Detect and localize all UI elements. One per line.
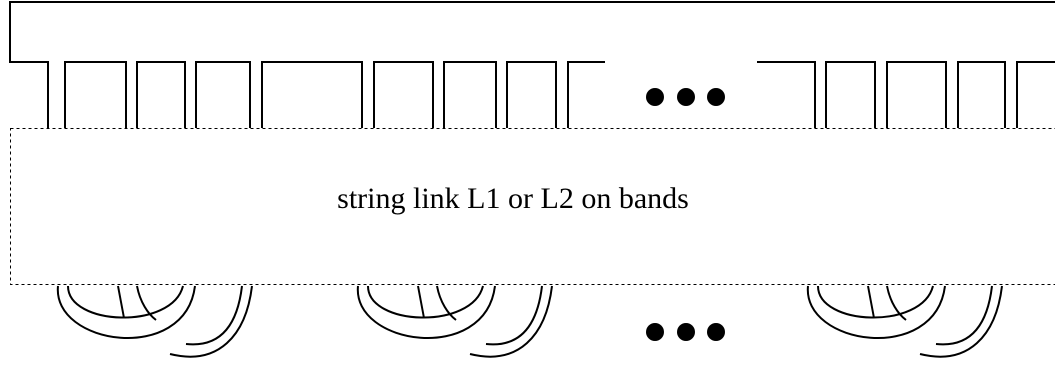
string-link-box — [10, 128, 1055, 285]
clasp-arc — [169, 285, 253, 358]
clasp-group — [356, 285, 553, 358]
clasp-arc — [806, 285, 946, 340]
clasp-arc — [935, 285, 993, 346]
bottom-clasps — [56, 285, 1003, 358]
top-ellipsis — [646, 88, 725, 106]
clasp-arc — [56, 285, 196, 340]
clasp-group — [806, 285, 1003, 358]
band-strip — [825, 61, 876, 128]
band-strip — [567, 61, 605, 128]
clasp-group — [56, 285, 253, 358]
top-band — [9, 1, 1055, 128]
clasp-arc — [417, 285, 425, 319]
ellipsis-dot — [707, 323, 725, 341]
band-strip — [886, 61, 947, 128]
top-band-teeth — [64, 61, 1055, 128]
band-strip — [64, 61, 127, 128]
band-strip — [757, 61, 816, 128]
ellipsis-dot — [646, 323, 664, 341]
band-strip — [1016, 61, 1055, 128]
band-strip — [136, 61, 186, 128]
clasp-arc — [136, 285, 157, 321]
clasp-arc — [867, 285, 875, 319]
clasp-arc — [117, 285, 125, 319]
clasp-arc — [356, 285, 496, 340]
ellipsis-dot — [646, 88, 664, 106]
band-strip — [195, 61, 251, 128]
clasp-arc — [817, 285, 934, 319]
clasp-arc — [185, 285, 243, 346]
string-link-label: string link L1 or L2 on bands — [337, 182, 689, 215]
band-strip — [373, 61, 434, 128]
top-band-outline — [9, 1, 1055, 128]
clasp-arc — [485, 285, 543, 346]
clasp-arc — [367, 285, 484, 319]
clasp-arc — [67, 285, 184, 319]
band-strip — [443, 61, 497, 128]
band-strip — [506, 61, 557, 128]
bottom-ellipsis — [646, 323, 725, 341]
clasp-arc — [436, 285, 457, 321]
ellipsis-dot — [677, 88, 695, 106]
clasp-arc — [886, 285, 907, 321]
ellipsis-dot — [677, 323, 695, 341]
clasp-arc — [919, 285, 1003, 358]
band-strip — [261, 61, 363, 128]
band-strip — [957, 61, 1006, 128]
clasp-arc — [469, 285, 553, 358]
ellipsis-dot — [707, 88, 725, 106]
